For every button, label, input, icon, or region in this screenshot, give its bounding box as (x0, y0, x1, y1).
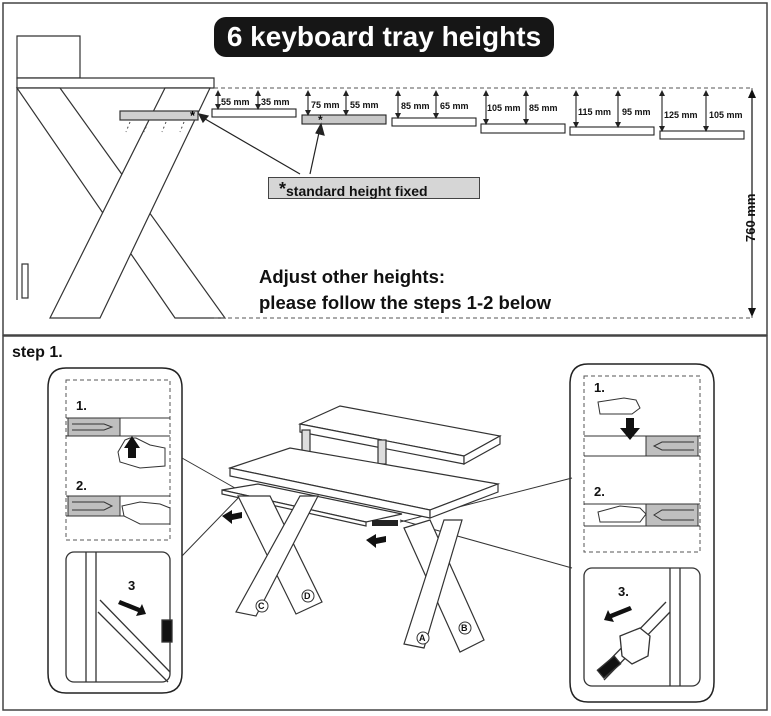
asterisk-side: * (190, 108, 196, 123)
left-step-1: 1. (76, 398, 87, 413)
left-photo-box (65, 551, 173, 683)
standard-asterisk: * (279, 179, 287, 199)
adjust-line-2: please follow the steps 1-2 below (259, 292, 551, 313)
tray-5-lower: 115 mm (578, 107, 612, 117)
tray-4-upper: 85 mm (529, 103, 558, 113)
page-title: 6 keyboard tray heights (214, 17, 554, 57)
right-dashed-box (583, 375, 701, 553)
tray-6-upper: 105 mm (709, 110, 743, 120)
tray-arrowheads (215, 90, 709, 132)
tray-3-lower: 85 mm (401, 101, 430, 111)
total-height-label: 760 mm (743, 193, 758, 242)
left-dashed-box (65, 379, 171, 541)
slide-rail (372, 520, 398, 526)
top-frame (2, 2, 768, 336)
right-step-1: 1. (594, 380, 605, 395)
standard-pointer (197, 113, 325, 175)
right-slide-2 (584, 503, 700, 527)
tray-2-upper: 55 mm (350, 100, 379, 110)
tray-4-lower: 105 mm (487, 103, 521, 113)
step-heading: step 1. (12, 344, 63, 361)
right-step-3: 3. (618, 584, 629, 599)
leg-label-d: D (304, 591, 311, 601)
leg-label-b: B (461, 623, 468, 633)
left-step-2: 2. (76, 478, 87, 493)
tray-5-upper: 95 mm (622, 107, 651, 117)
standard-height-callout: *standard height fixed (268, 177, 480, 199)
leg-label-c: C (258, 601, 265, 611)
tray-3-upper: 65 mm (440, 101, 469, 111)
action-arrows (118, 418, 640, 622)
desk-side-view (15, 35, 227, 319)
right-slide-1 (584, 397, 700, 457)
desk-3d (221, 405, 502, 653)
adjust-instructions: Adjust other heights: please follow the … (259, 264, 551, 316)
left-slide-2 (66, 495, 171, 525)
tray-1-lower: 55 mm (221, 97, 250, 107)
right-step-2: 2. (594, 484, 605, 499)
left-step-3: 3 (128, 578, 136, 593)
hidden-lines (125, 121, 185, 133)
tray-6-lower: 125 mm (664, 110, 698, 120)
leg-label-a: A (419, 633, 426, 643)
adjust-line-1: Adjust other heights: (259, 266, 446, 287)
standard-height-label: standard height fixed (286, 183, 428, 199)
tray-1-upper: 35 mm (261, 97, 290, 107)
left-slide-1 (66, 417, 170, 469)
bottom-frame (2, 335, 768, 711)
standard-tray-marker: * (318, 113, 323, 127)
right-photo-box (583, 567, 701, 687)
tray-2-lower: 75 mm (311, 100, 340, 110)
leg-markers (255, 589, 472, 645)
